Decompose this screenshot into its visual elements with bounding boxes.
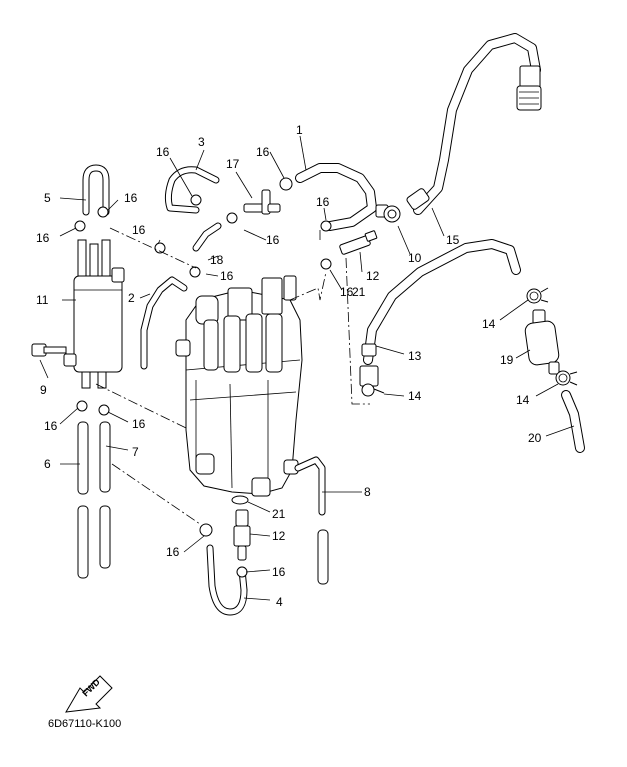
fitting-12-lower xyxy=(233,509,251,561)
hose-8 xyxy=(294,456,329,585)
callout-21-b: 21 xyxy=(272,507,286,521)
callout-21-a: 21 xyxy=(352,285,366,299)
callout-2: 2 xyxy=(128,291,135,305)
hose-5 xyxy=(82,164,110,216)
clip-14-c xyxy=(361,383,385,397)
hose-3 xyxy=(164,166,220,214)
callout-8: 8 xyxy=(364,485,371,499)
callout-12-lower: 12 xyxy=(272,529,286,543)
clip-14-b xyxy=(555,370,578,386)
callout-16-j: 16 xyxy=(132,417,146,431)
callout-14-a: 14 xyxy=(482,317,496,331)
callout-17: 17 xyxy=(226,157,240,171)
callout-16-a: 16 xyxy=(156,145,170,159)
callout-9: 9 xyxy=(40,383,47,397)
hose-18 xyxy=(192,222,222,252)
o-ring-21-a xyxy=(320,258,332,270)
callout-16-k: 16 xyxy=(166,545,180,559)
separator-11 xyxy=(73,239,125,389)
hose-1 xyxy=(295,163,401,231)
fuel-filter-19 xyxy=(524,309,560,375)
hose-7 xyxy=(99,421,111,569)
callout-labels: 1 2 3 4 5 6 7 8 9 10 11 12 12 13 14 14 1… xyxy=(36,123,542,609)
callout-11: 11 xyxy=(36,293,49,307)
callout-16-h: 16 xyxy=(316,195,330,209)
hose-15 xyxy=(406,33,542,215)
fwd-arrow-icon: FWD xyxy=(65,675,113,713)
o-ring-21-b xyxy=(231,495,249,505)
reference-lines xyxy=(95,227,370,525)
callout-10: 10 xyxy=(408,251,422,265)
callout-14-b: 14 xyxy=(516,393,530,407)
callout-1: 1 xyxy=(296,123,303,137)
callout-4: 4 xyxy=(276,595,283,609)
callout-16-e: 16 xyxy=(132,223,146,237)
callout-16-i: 16 xyxy=(44,419,58,433)
callout-19: 19 xyxy=(500,353,514,367)
fuel-pump-assembly xyxy=(175,275,303,497)
callout-16-b: 16 xyxy=(256,145,270,159)
hose-20 xyxy=(561,390,585,453)
callout-16-l: 16 xyxy=(272,565,286,579)
callout-16-g: 16 xyxy=(266,233,280,247)
joint-17 xyxy=(243,189,281,215)
leader-lines xyxy=(39,135,575,601)
part-code: 6D67110-K100 xyxy=(48,718,121,730)
callout-6: 6 xyxy=(44,457,51,471)
hose-13 xyxy=(359,239,521,387)
callout-18: 18 xyxy=(210,253,224,267)
clip-14-a xyxy=(526,287,549,304)
bolt-9 xyxy=(31,343,77,367)
callout-16-c: 16 xyxy=(124,191,138,205)
callout-13: 13 xyxy=(408,349,422,363)
callout-14-c: 14 xyxy=(408,389,422,403)
callout-3: 3 xyxy=(198,135,205,149)
callout-16-d: 16 xyxy=(36,231,50,245)
clamps-16 xyxy=(74,177,332,578)
hose-6 xyxy=(77,421,89,579)
fitting-12-upper xyxy=(339,230,378,255)
callout-20: 20 xyxy=(528,431,542,445)
hose-2 xyxy=(140,276,188,370)
callout-15: 15 xyxy=(446,233,460,247)
callout-5: 5 xyxy=(44,191,51,205)
callout-7: 7 xyxy=(132,445,139,459)
callout-16-f: 16 xyxy=(220,269,234,283)
hose-4 xyxy=(206,544,248,616)
callout-16-m: 16 xyxy=(340,285,354,299)
callout-12-upper: 12 xyxy=(366,269,380,283)
